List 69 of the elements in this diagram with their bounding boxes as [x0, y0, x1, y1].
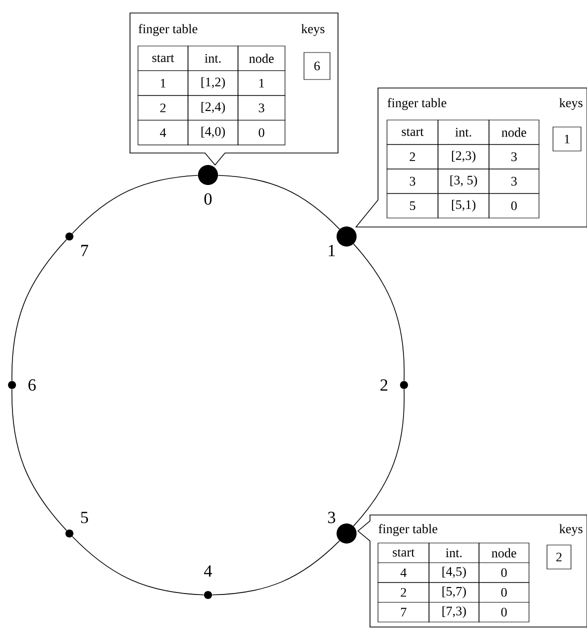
table-cell: [1,2)	[188, 70, 238, 96]
table-cell: 2	[378, 582, 430, 603]
table-cell: [2,4)	[188, 95, 238, 121]
table-cell: 7	[378, 602, 430, 622]
ring-dot	[204, 591, 212, 599]
table-cell: start	[138, 46, 188, 72]
ring-arc	[218, 174, 340, 230]
table-cell: node	[478, 542, 530, 564]
table-cell: int.	[428, 542, 480, 564]
table-cell: 3	[488, 144, 540, 170]
node-label: 7	[81, 244, 88, 256]
ring-dot	[65, 232, 74, 240]
key-box: 2	[546, 544, 572, 570]
table-cell: int.	[188, 46, 238, 72]
table-cell: 1	[238, 70, 286, 96]
table-cell: [7,3)	[428, 602, 480, 622]
ring-dot	[336, 226, 357, 246]
table-cell: 2	[386, 144, 438, 170]
ring-dot	[8, 381, 16, 389]
ring-arc	[72, 536, 204, 596]
table-cell: [4,5)	[428, 562, 480, 583]
table-cell: [5,7)	[428, 582, 480, 603]
table-cell: 0	[478, 602, 530, 622]
node-label: 5	[81, 512, 88, 524]
table-title: finger table	[378, 524, 438, 536]
ring-dot	[400, 381, 408, 389]
table-cell: 3	[238, 95, 286, 121]
ring-dot	[336, 523, 357, 544]
table-cell: 2	[138, 95, 188, 121]
ring-arc	[72, 174, 198, 234]
table-cell: [4,0)	[188, 120, 238, 146]
table-cell: 3	[386, 168, 438, 194]
ring-dot	[65, 529, 74, 538]
ring-dot	[198, 165, 218, 185]
table-title: finger table	[388, 98, 446, 110]
ring-arc	[12, 388, 67, 531]
table-cell: int.	[438, 120, 490, 145]
node-label: 4	[204, 565, 212, 577]
key-box: 6	[304, 52, 330, 80]
node-label: 3	[328, 512, 336, 524]
table-cell: 3	[488, 168, 540, 194]
table-cell: 4	[378, 562, 430, 583]
table-title: finger table	[138, 24, 198, 36]
keys-heading: keys	[559, 98, 582, 110]
node-label: 0	[204, 193, 212, 205]
table-cell: start	[378, 542, 430, 564]
ring-arc	[353, 244, 405, 382]
ring-arc	[12, 239, 67, 382]
table-cell: node	[488, 120, 540, 145]
table-cell: 0	[478, 562, 530, 583]
keys-heading: keys	[559, 524, 582, 536]
table-cell: [5,1)	[438, 193, 490, 218]
table-cell: 5	[386, 193, 438, 218]
table-cell: [2,3)	[438, 144, 490, 170]
table-cell: 0	[488, 193, 540, 218]
table-cell: [3, 5)	[438, 168, 490, 194]
ring-arc	[353, 388, 405, 526]
key-box: 1	[552, 126, 582, 152]
table-cell: 0	[238, 120, 286, 146]
table-cell: start	[386, 120, 438, 145]
node-label: 2	[380, 379, 388, 391]
ring-arc	[212, 540, 340, 596]
table-cell: 4	[138, 120, 188, 146]
keys-heading: keys	[301, 24, 324, 36]
table-cell: node	[238, 46, 286, 72]
node-label: 6	[28, 379, 36, 391]
node-label: 1	[328, 244, 335, 256]
table-cell: 0	[478, 582, 530, 603]
table-cell: 1	[138, 70, 188, 96]
